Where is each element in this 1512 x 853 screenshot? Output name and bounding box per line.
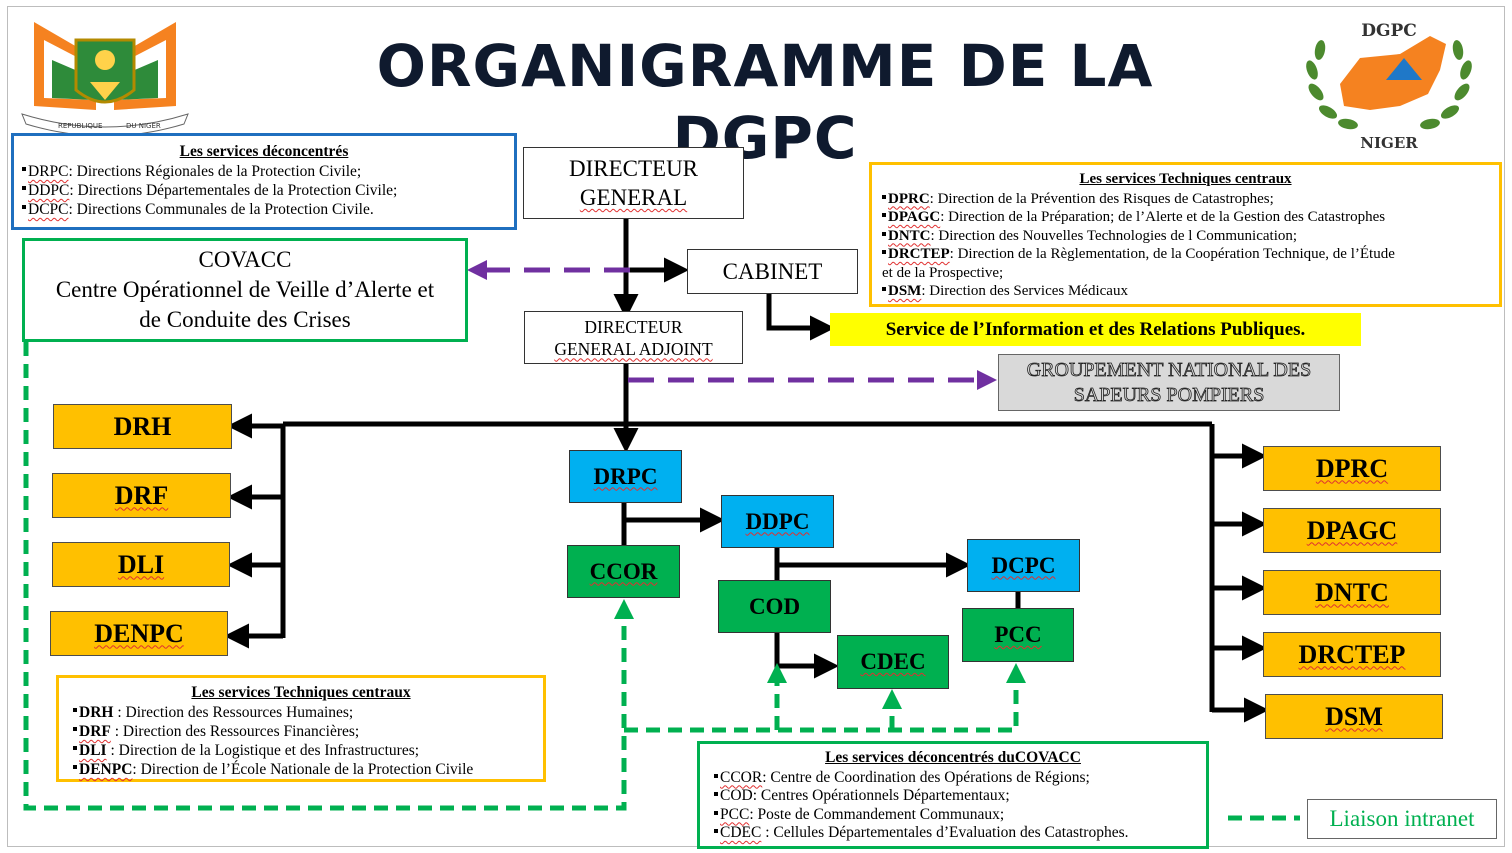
legend-heading: Les services Techniques centraux [191, 684, 411, 701]
node-service-information[interactable]: Service de l’Information et des Relation… [830, 313, 1361, 346]
legend-heading: Les services déconcentrés duCOVACC [825, 749, 1081, 766]
node-label: de Conduite des Crises [139, 307, 351, 332]
legend-item: DRCTEP: Direction de la Règlementation, … [882, 245, 1489, 264]
node-cod[interactable]: COD [718, 580, 831, 633]
node-drctep[interactable]: DRCTEP [1263, 632, 1441, 677]
legend-item: CCOR: Centre de Coordination des Opérati… [714, 769, 1192, 788]
legend-covacc: Les services déconcentrés duCOVACC CCOR:… [697, 741, 1209, 849]
node-label: GENERAL [579, 185, 688, 210]
legend-item-cont: et de la Prospective; [882, 264, 1004, 281]
dgpc-logo-icon: DGPC NIGER [1306, 21, 1472, 152]
legend-item: DCPC: Directions Communales de la Protec… [22, 200, 506, 219]
node-dprc[interactable]: DPRC [1263, 446, 1441, 491]
liaison-intranet-label: Liaison intranet [1307, 799, 1497, 839]
legend-item: CDEC : Cellules Départementales d’Evalua… [714, 824, 1192, 843]
node-label: DIRECTEUR [584, 316, 683, 337]
node-drf[interactable]: DRF [52, 473, 231, 518]
node-ddpc[interactable]: DDPC [721, 495, 834, 548]
node-cdec[interactable]: CDEC [837, 635, 949, 689]
node-label: SAPEURS POMPIERS [1073, 383, 1265, 406]
node-label: COVACC [198, 247, 292, 272]
niger-coat-of-arms-icon: REPUBLIQUE DU NIGER [21, 22, 189, 134]
legend-item: DPRC: Direction de la Prévention des Ris… [882, 190, 1489, 209]
svg-text:REPUBLIQUE: REPUBLIQUE [58, 122, 102, 130]
legend-item: COD: Centres Opérationnels Départementau… [714, 787, 1192, 806]
legend-item: DRH : Direction des Ressources Humaines; [73, 703, 529, 722]
legend-item: DDPC: Directions Départementales de la P… [22, 181, 506, 200]
node-drpc[interactable]: DRPC [569, 450, 682, 503]
legend-item: DSM: Direction des Services Médicaux [882, 282, 1489, 301]
node-label: DIRECTEUR [568, 156, 699, 181]
legend-heading: Les services Techniques centraux [1079, 171, 1292, 187]
node-label: GENERAL ADJOINT [554, 338, 713, 359]
node-dpagc[interactable]: DPAGC [1263, 508, 1441, 553]
legend-tech-left: Les services Techniques centraux DRH : D… [56, 675, 546, 782]
svg-text:NIGER: NIGER [1360, 134, 1418, 152]
legend-item: DLI : Direction de la Logistique et des … [73, 741, 529, 760]
legend-tech-right: Les services Techniques centraux DPRC: D… [869, 162, 1502, 307]
legend-item: DNTC: Direction des Nouvelles Technologi… [882, 227, 1489, 246]
node-dli[interactable]: DLI [52, 542, 230, 587]
page-title: ORGANIGRAMME DE LA DGPC [376, 32, 1154, 172]
legend-item: DPAGC: Direction de la Préparation; de l… [882, 208, 1489, 227]
node-dsm[interactable]: DSM [1265, 694, 1443, 739]
node-cabinet[interactable]: CABINET [687, 249, 858, 294]
svg-text:DU NIGER: DU NIGER [126, 122, 161, 130]
node-ccor[interactable]: CCOR [567, 545, 680, 598]
node-dcpc[interactable]: DCPC [967, 539, 1080, 592]
node-pcc[interactable]: PCC [962, 608, 1074, 662]
legend-deconcentres: Les services déconcentrés DRPC: Directio… [11, 133, 517, 230]
node-label: Centre Opérationnel de Veille d’Alerte e… [55, 277, 435, 302]
legend-item: PCC: Poste de Commandement Communaux; [714, 806, 1192, 825]
legend-heading: Les services déconcentrés [179, 143, 349, 160]
legend-item: DRPC: Directions Régionales de la Protec… [22, 162, 506, 181]
node-drh[interactable]: DRH [53, 404, 232, 449]
node-groupement-sapeurs-pompiers[interactable]: GROUPEMENT NATIONAL DES SAPEURS POMPIERS [998, 354, 1340, 411]
legend-item: DENPC: Direction de l’École Nationale de… [73, 760, 529, 779]
node-dntc[interactable]: DNTC [1263, 570, 1441, 615]
node-label: GROUPEMENT NATIONAL DES [1026, 358, 1312, 381]
svg-text:DGPC: DGPC [1361, 21, 1417, 41]
legend-item: DRF : Direction des Ressources Financièr… [73, 722, 529, 741]
node-directeur-general-adjoint[interactable]: DIRECTEUR GENERAL ADJOINT [524, 311, 743, 364]
node-covacc[interactable]: COVACC Centre Opérationnel de Veille d’A… [22, 238, 468, 342]
node-directeur-general[interactable]: DIRECTEUR GENERAL [523, 147, 744, 219]
node-denpc[interactable]: DENPC [50, 611, 228, 656]
